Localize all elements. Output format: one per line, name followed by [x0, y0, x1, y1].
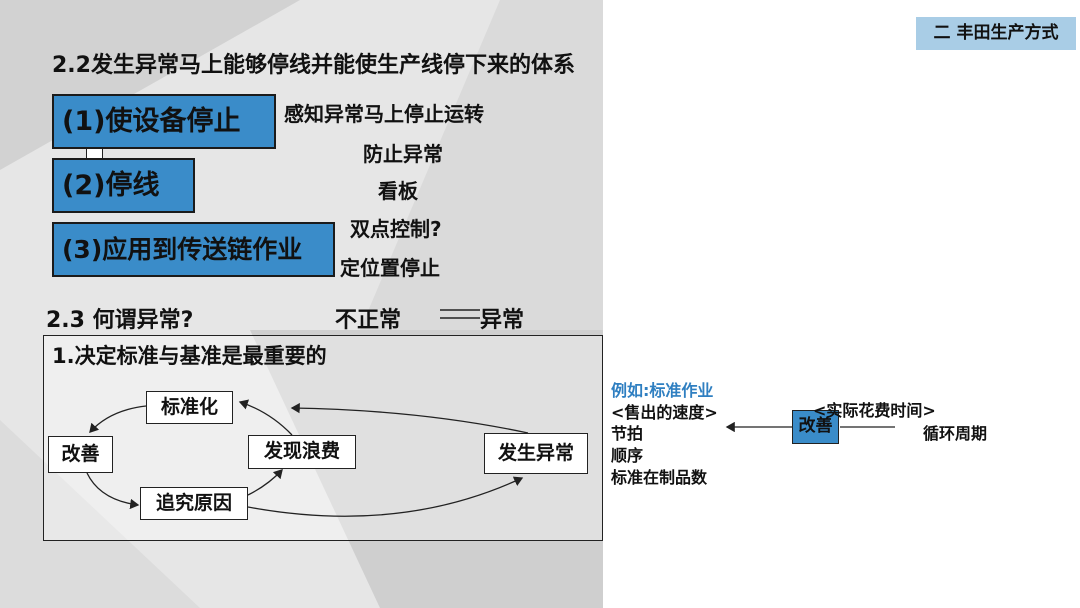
- equals-connector: [440, 309, 480, 319]
- example-title: 例如:标准作业: [611, 381, 714, 400]
- note-fixed-position: 定位置停止: [340, 256, 440, 280]
- example-kaizen-box: 改善: [792, 410, 839, 444]
- abnormal-right: 异常: [480, 308, 525, 333]
- example-line-speed: <售出的速度>: [611, 403, 718, 422]
- example-line-wip: 标准在制品数: [611, 468, 708, 487]
- section-23-heading: 2.3 何谓异常?: [46, 308, 194, 333]
- item-stop-equipment-label: (1)使设备停止: [62, 106, 241, 137]
- node-find-waste: 发现浪费: [248, 435, 356, 469]
- node-root-cause: 追究原因: [140, 487, 248, 520]
- item-stop-line: (2)停线: [52, 158, 195, 213]
- item-conveyor-label: (3)应用到传送链作业: [62, 235, 303, 264]
- note-sense-stop: 感知异常马上停止运转: [284, 102, 484, 126]
- node-standardize: 标准化: [146, 391, 233, 424]
- section-tag: 二 丰田生产方式: [916, 17, 1076, 50]
- example-line-sequence: 顺序: [611, 446, 644, 465]
- example-actual-time: <实际花费时间>: [813, 401, 936, 420]
- note-double-point: 双点控制?: [350, 217, 442, 241]
- node-improve: 改善: [48, 436, 113, 473]
- node-abnormal: 发生异常: [484, 433, 588, 474]
- connector: [86, 149, 103, 159]
- section-22-heading: 2.2发生异常马上能够停线并能使生产线停下来的体系: [52, 53, 575, 78]
- example-line-takt: 节拍: [611, 424, 644, 443]
- note-prevent: 防止异常: [363, 142, 443, 166]
- box-title: 1.决定标准与基准是最重要的: [52, 344, 327, 368]
- item-stop-line-label: (2)停线: [62, 170, 160, 201]
- item-stop-equipment: (1)使设备停止: [52, 94, 276, 149]
- item-conveyor: (3)应用到传送链作业: [52, 222, 335, 277]
- example-cycle-time: 循环周期: [923, 424, 988, 443]
- abnormal-left: 不正常: [335, 308, 402, 333]
- note-kanban: 看板: [378, 179, 418, 203]
